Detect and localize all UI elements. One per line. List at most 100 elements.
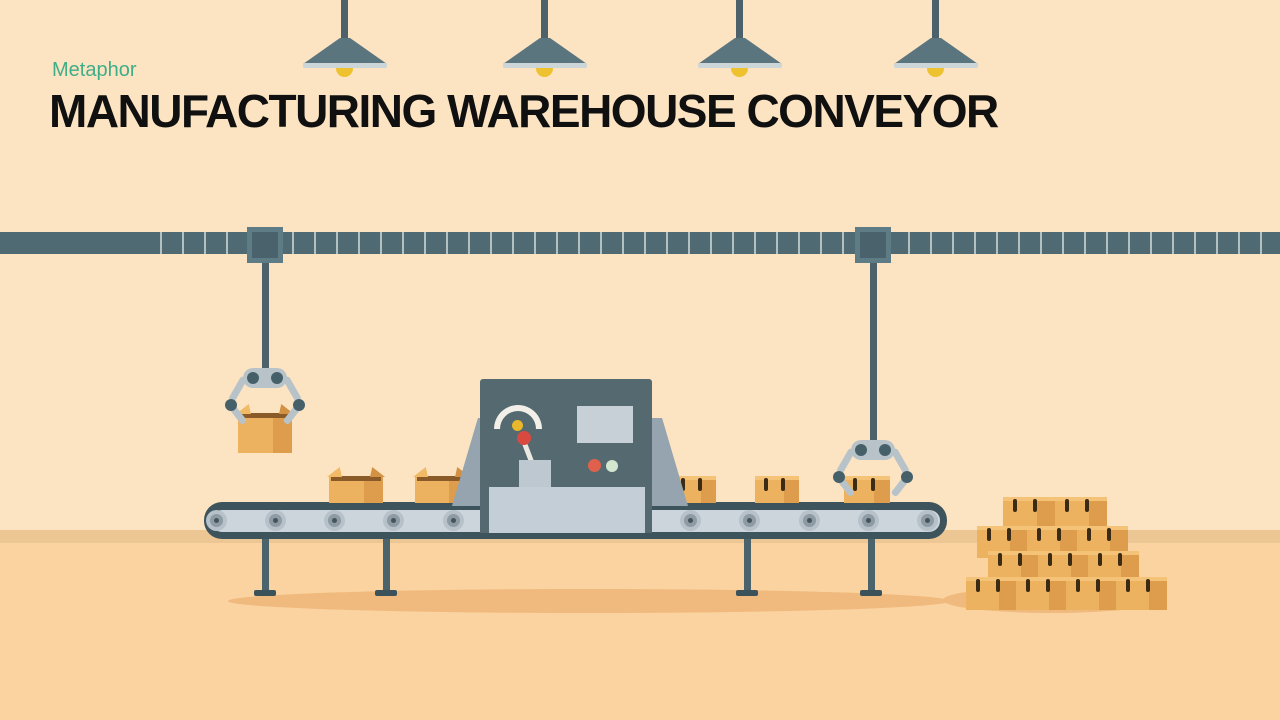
box-flap-right <box>279 404 294 414</box>
box-tape <box>870 478 875 491</box>
box-shaded-side <box>999 577 1017 610</box>
conveyor-roller <box>442 510 464 531</box>
rail-trolley-plate <box>252 232 278 258</box>
cardboard-box <box>1066 577 1117 610</box>
lamp-cord <box>341 0 348 42</box>
box-lid <box>1088 551 1139 555</box>
box-lid <box>1066 577 1117 581</box>
cardboard-box <box>755 476 799 503</box>
conveyor-foot <box>736 590 758 596</box>
ceiling-lamp <box>894 0 978 84</box>
box-tape <box>1145 579 1150 592</box>
lamp-cord <box>932 0 939 42</box>
claw-elbow <box>293 399 305 411</box>
roller-axle <box>213 518 219 523</box>
lamp-shade <box>503 38 587 64</box>
box-tape <box>1126 579 1131 592</box>
box-shaded-side <box>783 476 799 503</box>
box-lid <box>844 476 890 480</box>
display-grid-icon <box>577 406 633 443</box>
box-shaded-side <box>1149 577 1167 610</box>
crane-pole <box>261 260 269 372</box>
claw-elbow <box>225 399 237 411</box>
conveyor-roller <box>798 510 820 531</box>
box-shaded-side <box>1121 551 1139 582</box>
roller-axle <box>687 518 693 523</box>
box-tape <box>853 478 858 491</box>
claw-joint <box>271 372 283 384</box>
open-cardboard-box <box>236 404 294 453</box>
conveyor-foot <box>860 590 882 596</box>
conveyor-roller <box>917 510 939 531</box>
box-lid <box>672 476 716 480</box>
box-shaded-side <box>1049 577 1067 610</box>
rail-trolley <box>855 227 891 263</box>
roller-axle <box>332 518 338 523</box>
lamp-rim <box>698 63 782 68</box>
machine-base <box>489 487 645 533</box>
rail-trolley <box>247 227 283 263</box>
box-lid <box>1027 526 1078 530</box>
box-tape <box>1056 528 1061 541</box>
box-tape <box>1076 579 1081 592</box>
claw-elbow <box>833 471 845 483</box>
conveyor-roller <box>264 510 286 531</box>
conveyor-roller <box>324 510 346 531</box>
box-flap-left <box>236 404 251 414</box>
robotic-claw <box>225 368 305 430</box>
box-flap-left <box>413 467 428 477</box>
gauge-center-dot <box>512 420 523 431</box>
lamp-cord <box>541 0 548 42</box>
roller-axle <box>865 518 871 523</box>
box-shaded-side <box>700 476 716 503</box>
box-tape <box>1048 553 1053 566</box>
conveyor-roller <box>857 510 879 531</box>
open-cardboard-box <box>327 467 385 503</box>
robotic-claw <box>833 440 913 502</box>
eyebrow-label: Metaphor <box>52 59 137 81</box>
pressure-gauge-icon <box>494 405 542 429</box>
box-shaded-side <box>1071 551 1089 582</box>
box-lid <box>1077 526 1128 530</box>
cardboard-box <box>1088 551 1139 582</box>
box-lid <box>1055 497 1107 501</box>
box-tape <box>1087 528 1092 541</box>
conveyor-leg <box>261 538 269 592</box>
conveyor-leg <box>867 538 875 592</box>
box-open-top <box>417 476 466 481</box>
cardboard-box <box>1038 551 1089 582</box>
box-lid <box>1003 497 1055 501</box>
overhead-rail <box>0 232 1280 254</box>
box-shaded-side <box>1099 577 1117 610</box>
claw-joint <box>247 372 259 384</box>
roller-axle <box>450 518 456 523</box>
conveyor-roller <box>205 510 227 531</box>
conveyor-foot <box>375 590 397 596</box>
cardboard-box <box>1116 577 1167 610</box>
box-flap-right <box>370 467 385 477</box>
box-tape <box>1013 499 1018 512</box>
box-lid <box>1016 577 1067 581</box>
box-tape <box>1067 553 1072 566</box>
box-lid <box>977 526 1028 530</box>
control-lever-knob <box>517 431 531 445</box>
roller-axle <box>272 518 278 523</box>
lever-pedestal <box>519 460 551 492</box>
lamp-rim <box>303 63 387 68</box>
box-shaded-side <box>364 476 383 503</box>
cardboard-box <box>1055 497 1107 531</box>
roller-axle <box>747 518 753 523</box>
box-open-top <box>240 413 290 418</box>
box-lid <box>988 551 1039 555</box>
box-shaded-side <box>873 476 890 503</box>
box-tape <box>995 579 1000 592</box>
box-tape <box>1098 553 1103 566</box>
green-button <box>606 460 618 472</box>
rail-notches <box>140 232 1280 254</box>
box-shaded-side <box>1110 526 1128 558</box>
lamp-shade <box>894 38 978 64</box>
box-tape <box>1026 579 1031 592</box>
box-tape <box>697 478 702 491</box>
cardboard-box <box>1003 497 1055 531</box>
